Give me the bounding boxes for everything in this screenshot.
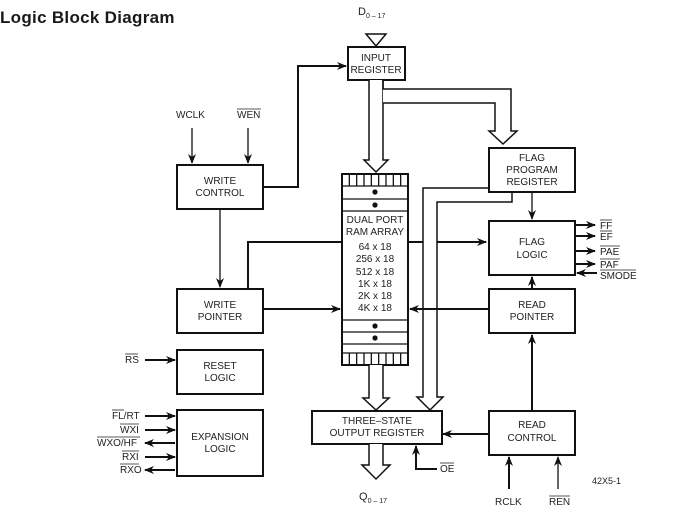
svg-text:Q0 – 17: Q0 – 17 [359,491,387,505]
svg-text:THREE–STATE: THREE–STATE [342,416,413,427]
svg-text:RAM ARRAY: RAM ARRAY [346,227,404,238]
diagram-title: Logic Block Diagram [0,8,175,27]
signal-wxo-hf: WXO/HF [97,438,137,449]
svg-text:POINTER: POINTER [510,312,554,323]
signal-rxo: RXO [120,465,142,476]
signal-fl-rt: FL/RT [112,411,140,422]
svg-text:LOGIC: LOGIC [204,373,235,384]
signal-paf: PAF [600,260,619,271]
svg-text:1K x 18: 1K x 18 [358,279,392,290]
signal-ef: EF [600,232,613,243]
oe-line [412,445,437,470]
signal-wen: WEN [237,110,260,121]
bus-out-label: Q0 – 17 [359,491,387,505]
svg-text:REGISTER: REGISTER [350,65,401,76]
write-pointer-block: WRITE POINTER [176,288,264,334]
svg-text:READ: READ [518,420,546,431]
bus-input-to-ram [362,80,390,174]
signal-rxi: RXI [122,452,139,463]
reset-logic-block: RESET LOGIC [176,349,264,395]
bus-in-arrow [364,33,388,48]
signal-oe: OE [440,464,455,475]
read-pointer-block: READ POINTER [488,288,576,334]
signal-rs: RS [125,355,139,366]
signal-pae: PAE [600,247,620,258]
signal-ren: REN [549,497,570,508]
signal-smode: SMODE [600,271,637,282]
svg-text:RESET: RESET [203,361,236,372]
svg-text:EXPANSION: EXPANSION [191,432,249,443]
svg-text:LOGIC: LOGIC [204,444,235,455]
svg-text:OUTPUT REGISTER: OUTPUT REGISTER [330,428,425,439]
signal-ff: FF [600,221,612,232]
svg-text:2K x 18: 2K x 18 [358,291,392,302]
svg-text:POINTER: POINTER [198,312,242,323]
svg-text:64 x 18: 64 x 18 [359,242,392,253]
signal-wxi: WXI [120,425,139,436]
svg-text:512 x 18: 512 x 18 [356,267,395,278]
bus-input-to-flag-program [382,80,519,146]
svg-text:4K x 18: 4K x 18 [358,303,392,314]
flag-logic-block: FLAG LOGIC [488,220,576,276]
bus-in-label: D0 – 17 [358,6,386,20]
svg-text:WRITE: WRITE [204,300,237,311]
svg-text:CONTROL: CONTROL [508,433,557,444]
svg-text:WRITE: WRITE [204,176,237,187]
input-register-block: INPUT REGISTER [347,46,406,81]
svg-text:FLAG: FLAG [519,153,545,164]
svg-text:REGISTER: REGISTER [506,177,557,188]
read-control-block: READ CONTROL [488,410,576,456]
svg-text:PROGRAM: PROGRAM [506,165,558,176]
svg-text:INPUT: INPUT [361,53,391,64]
svg-text:DUAL PORT: DUAL PORT [347,215,404,226]
svg-text:D0 – 17: D0 – 17 [358,6,386,20]
write-control-to-input-register [263,62,347,188]
write-pointer-to-flag-logic [247,241,342,289]
svg-text:FLAG: FLAG [519,237,545,248]
svg-text:READ: READ [518,300,546,311]
svg-text:CONTROL: CONTROL [196,188,245,199]
ram-array-block: DUAL PORT RAM ARRAY 64 x 18 256 x 18 512… [341,173,409,366]
output-register-block: THREE–STATE OUTPUT REGISTER [311,410,443,445]
signal-rclk: RCLK [495,497,522,508]
figure-id: 42X5-1 [592,476,621,486]
svg-text:256 x 18: 256 x 18 [356,254,395,265]
flag-program-register-block: FLAG PROGRAM REGISTER [488,147,576,193]
write-control-block: WRITE CONTROL [176,164,264,210]
bus-ram-to-output [361,365,391,412]
bus-out-arrow [360,444,392,481]
signal-wclk: WCLK [176,110,205,121]
expansion-logic-block: EXPANSION LOGIC [176,409,264,477]
svg-text:LOGIC: LOGIC [516,250,547,261]
